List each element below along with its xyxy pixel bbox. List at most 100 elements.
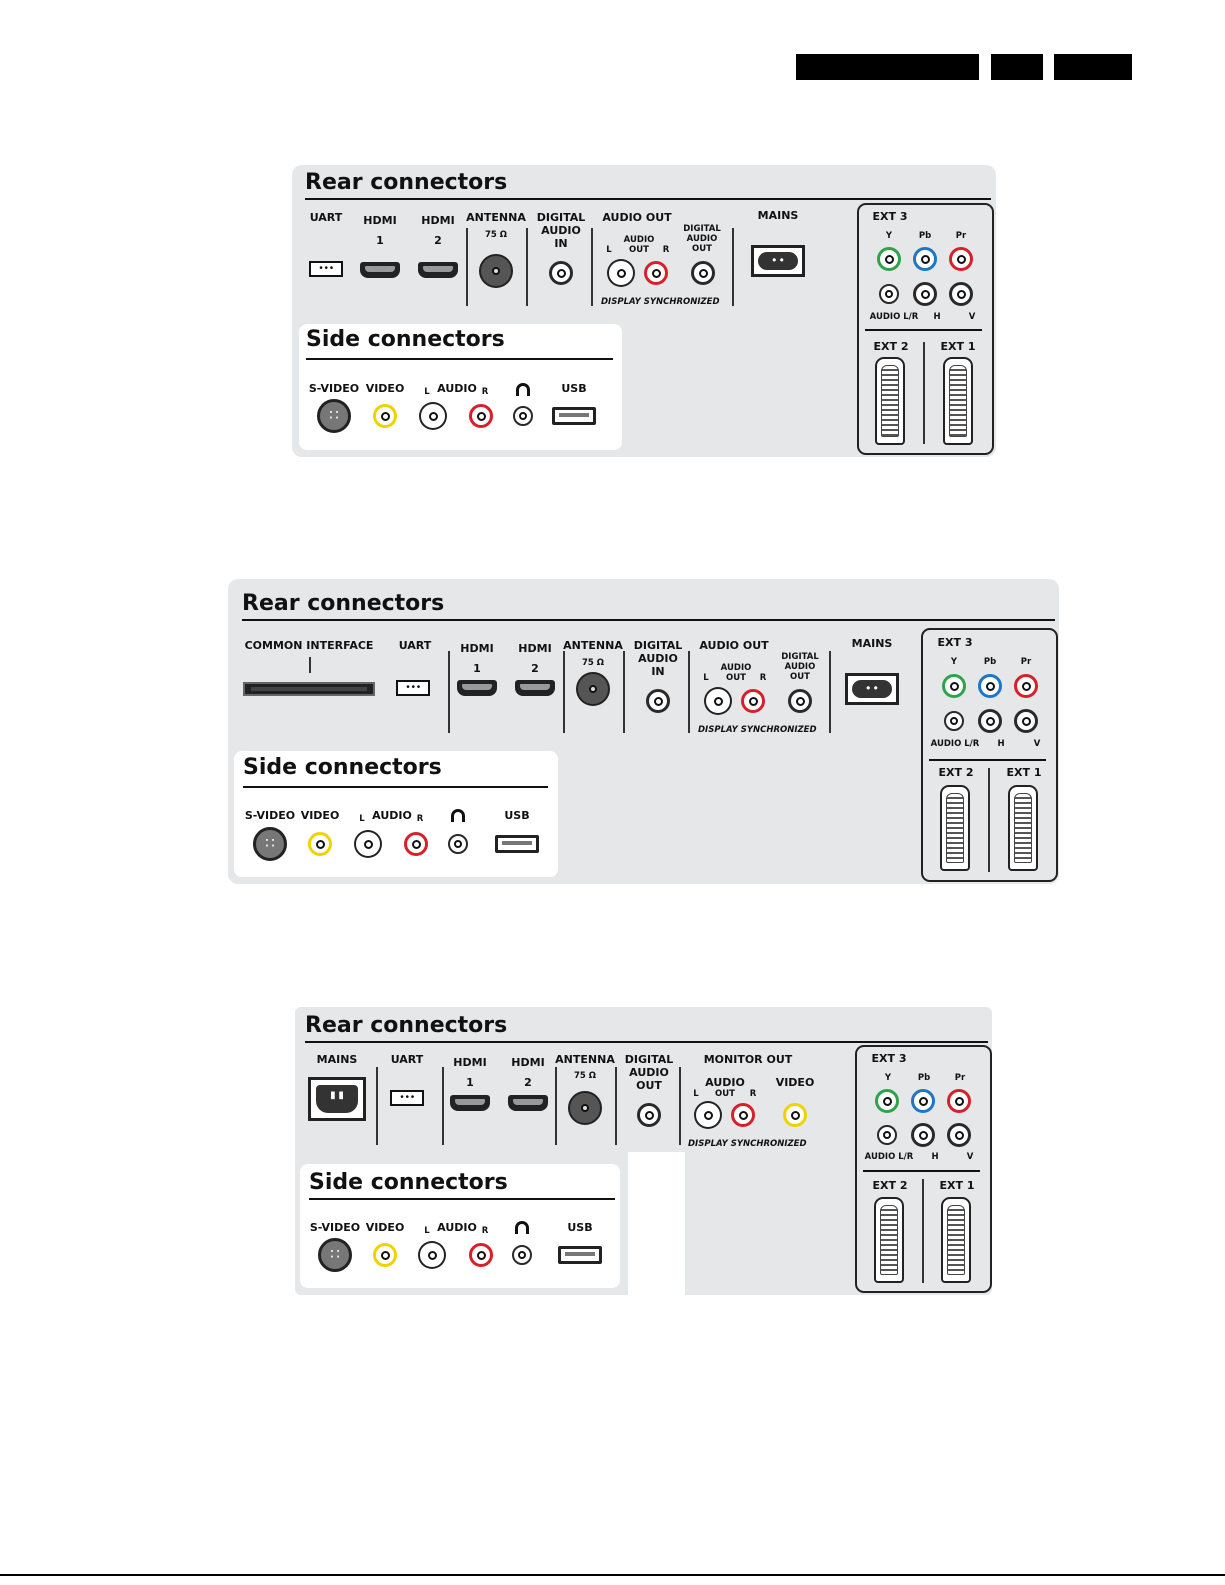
antenna-port[interactable] xyxy=(576,672,610,706)
side-connectors-title: Side connectors xyxy=(306,327,505,352)
side-connectors-box: Side connectors S-VIDEO VIDEO L AUDIO R … xyxy=(299,324,622,450)
uart-port[interactable] xyxy=(309,261,343,277)
ext3-audio-lr-jack[interactable] xyxy=(879,284,899,304)
monitor-audio-r-jack[interactable] xyxy=(731,1103,755,1127)
headphone-jack[interactable] xyxy=(512,1245,532,1265)
audio-out-small-label: AUDIO OUT xyxy=(720,663,752,683)
ext2-scart-port[interactable] xyxy=(874,1197,904,1283)
side-audio-label: AUDIO xyxy=(437,382,477,395)
svideo-port[interactable] xyxy=(317,399,351,433)
separator xyxy=(688,651,690,733)
digital-audio-out-jack[interactable] xyxy=(788,689,812,713)
mains-socket[interactable] xyxy=(751,245,805,277)
side-connectors-title: Side connectors xyxy=(309,1170,508,1195)
ext1-scart-port[interactable] xyxy=(943,357,973,445)
usb-port[interactable] xyxy=(552,407,596,425)
separator xyxy=(732,228,734,306)
ext3-y-jack[interactable] xyxy=(877,247,901,271)
usb-port[interactable] xyxy=(495,835,539,853)
side-video-jack[interactable] xyxy=(373,404,397,428)
audio-out-l-jack[interactable] xyxy=(706,689,730,713)
ext3-v-jack[interactable] xyxy=(1014,709,1038,733)
svideo-port[interactable] xyxy=(253,827,287,861)
digital-audio-in-jack[interactable] xyxy=(549,261,573,285)
uart-port[interactable] xyxy=(390,1090,424,1106)
headphone-icon xyxy=(516,383,530,396)
side-audio-l-jack[interactable] xyxy=(356,832,380,856)
common-interface-slot[interactable] xyxy=(243,682,375,696)
separator xyxy=(448,651,450,733)
pb-label: Pb xyxy=(918,231,932,241)
svideo-port[interactable] xyxy=(318,1238,352,1272)
mains-iec-socket[interactable] xyxy=(308,1077,366,1121)
hdmi2-port[interactable] xyxy=(515,680,555,696)
ext3-pb-jack[interactable] xyxy=(911,1089,935,1113)
hdmi2-label: HDMI 2 xyxy=(518,642,552,675)
side-audio-r-jack[interactable] xyxy=(404,832,428,856)
audio-out-r-jack[interactable] xyxy=(741,689,765,713)
ext3-audio-lr-jack[interactable] xyxy=(877,1125,897,1145)
ext-divider xyxy=(865,329,982,331)
separator xyxy=(922,1179,924,1283)
ext3-pr-jack[interactable] xyxy=(949,247,973,271)
side-video-jack[interactable] xyxy=(308,832,332,856)
side-audio-l-jack[interactable] xyxy=(420,1243,444,1267)
video-label: VIDEO xyxy=(365,1221,405,1234)
usb-port[interactable] xyxy=(558,1246,602,1264)
ext3-y-jack[interactable] xyxy=(875,1089,899,1113)
hdmi1-port[interactable] xyxy=(450,1095,490,1111)
ohm-label: 75 Ω xyxy=(573,1071,597,1081)
ext-box xyxy=(855,1045,992,1293)
headphone-jack[interactable] xyxy=(448,834,468,854)
display-sync-label: DISPLAY SYNCHRONIZED xyxy=(698,725,817,735)
ext2-label: EXT 2 xyxy=(873,340,909,353)
ext3-pr-jack[interactable] xyxy=(1014,674,1038,698)
separator xyxy=(988,768,990,872)
hdmi2-port[interactable] xyxy=(418,262,458,278)
digital-audio-in-jack[interactable] xyxy=(646,689,670,713)
ext1-scart-port[interactable] xyxy=(1008,785,1038,871)
h-label: H xyxy=(933,312,941,322)
ext3-v-jack[interactable] xyxy=(949,282,973,306)
ext3-h-jack[interactable] xyxy=(911,1123,935,1147)
antenna-port[interactable] xyxy=(568,1091,602,1125)
uart-port[interactable] xyxy=(396,680,430,696)
digital-audio-out-label: DIGITAL AUDIO OUT xyxy=(683,224,721,254)
hdmi2-port[interactable] xyxy=(508,1095,548,1111)
separator xyxy=(923,342,925,444)
audio-out-r-jack[interactable] xyxy=(644,261,668,285)
ext3-pb-jack[interactable] xyxy=(978,674,1002,698)
ci-tick xyxy=(309,657,311,673)
ext3-y-jack[interactable] xyxy=(942,674,966,698)
side-video-jack[interactable] xyxy=(373,1243,397,1267)
monitor-video-jack[interactable] xyxy=(783,1103,807,1127)
ext3-pb-jack[interactable] xyxy=(913,247,937,271)
audio-out-l-jack[interactable] xyxy=(609,261,633,285)
digital-audio-out-jack[interactable] xyxy=(691,261,715,285)
side-audio-l-jack[interactable] xyxy=(421,404,445,428)
hdmi2-label: HDMI 2 xyxy=(511,1056,545,1089)
ext2-scart-port[interactable] xyxy=(875,357,905,445)
ext3-h-jack[interactable] xyxy=(978,709,1002,733)
ext3-pr-jack[interactable] xyxy=(947,1089,971,1113)
antenna-label: ANTENNA xyxy=(563,639,623,652)
headphone-jack[interactable] xyxy=(513,406,533,426)
digital-audio-out-jack[interactable] xyxy=(637,1103,661,1127)
side-audio-r-jack[interactable] xyxy=(469,1243,493,1267)
header-bar-2 xyxy=(991,54,1043,80)
side-audio-r-jack[interactable] xyxy=(469,404,493,428)
ext3-h-jack[interactable] xyxy=(913,282,937,306)
ext-divider xyxy=(929,759,1046,761)
side-r-label: R xyxy=(481,1226,489,1236)
uart-label: UART xyxy=(390,1053,424,1066)
mains-socket[interactable] xyxy=(845,673,899,705)
ext2-scart-port[interactable] xyxy=(940,785,970,871)
ext1-scart-port[interactable] xyxy=(941,1197,971,1283)
monitor-audio-l-jack[interactable] xyxy=(696,1103,720,1127)
ext3-audio-lr-jack[interactable] xyxy=(944,711,964,731)
antenna-port[interactable] xyxy=(479,254,513,288)
ext3-v-jack[interactable] xyxy=(947,1123,971,1147)
digital-audio-out-label: DIGITAL AUDIO OUT xyxy=(781,652,819,682)
hdmi1-port[interactable] xyxy=(457,680,497,696)
hdmi1-port[interactable] xyxy=(360,262,400,278)
